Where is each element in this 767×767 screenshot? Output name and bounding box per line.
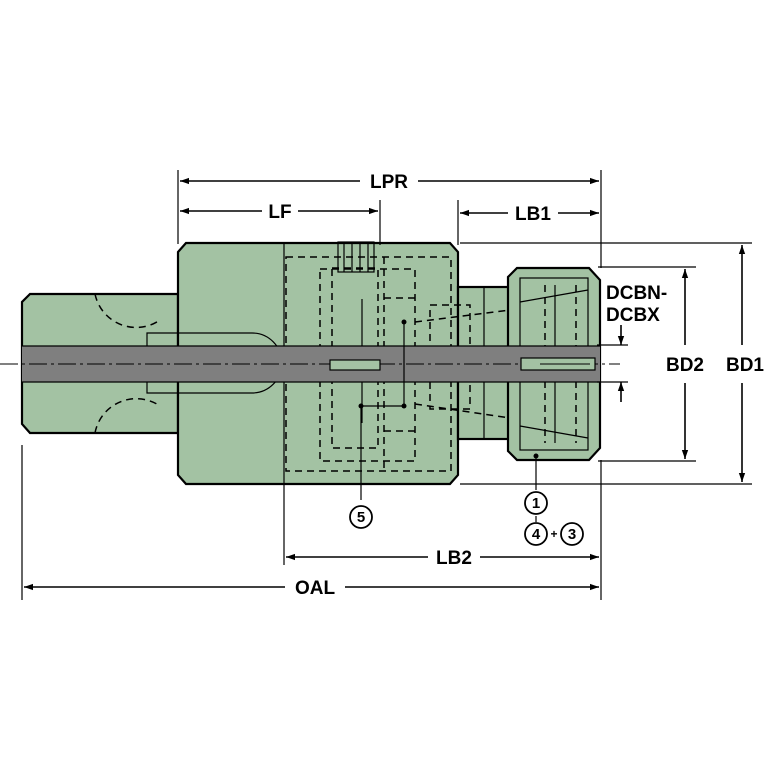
svg-text:5: 5 [357, 509, 365, 526]
label-dcbn: DCBN- [606, 283, 667, 304]
central-bore [0, 345, 620, 383]
svg-text:3: 3 [568, 526, 576, 543]
dimension-lines [21, 170, 752, 600]
label-lb2: LB2 [436, 548, 472, 569]
label-dcbx: DCBX [606, 305, 660, 326]
label-bd1: BD1 [726, 355, 764, 376]
label-oal: OAL [295, 578, 336, 599]
label-lb1: LB1 [515, 204, 551, 225]
label-bd2: BD2 [666, 355, 704, 376]
label-lf: LF [268, 202, 291, 223]
callout-4: 4 [524, 522, 548, 546]
svg-text:1: 1 [532, 495, 540, 512]
callout-3: 3 [560, 522, 584, 546]
callout-5: 5 [349, 505, 373, 529]
callout-plus: + [550, 527, 557, 541]
callout-1: 1 [524, 491, 548, 515]
label-lpr: LPR [370, 172, 408, 193]
svg-text:4: 4 [532, 526, 541, 543]
